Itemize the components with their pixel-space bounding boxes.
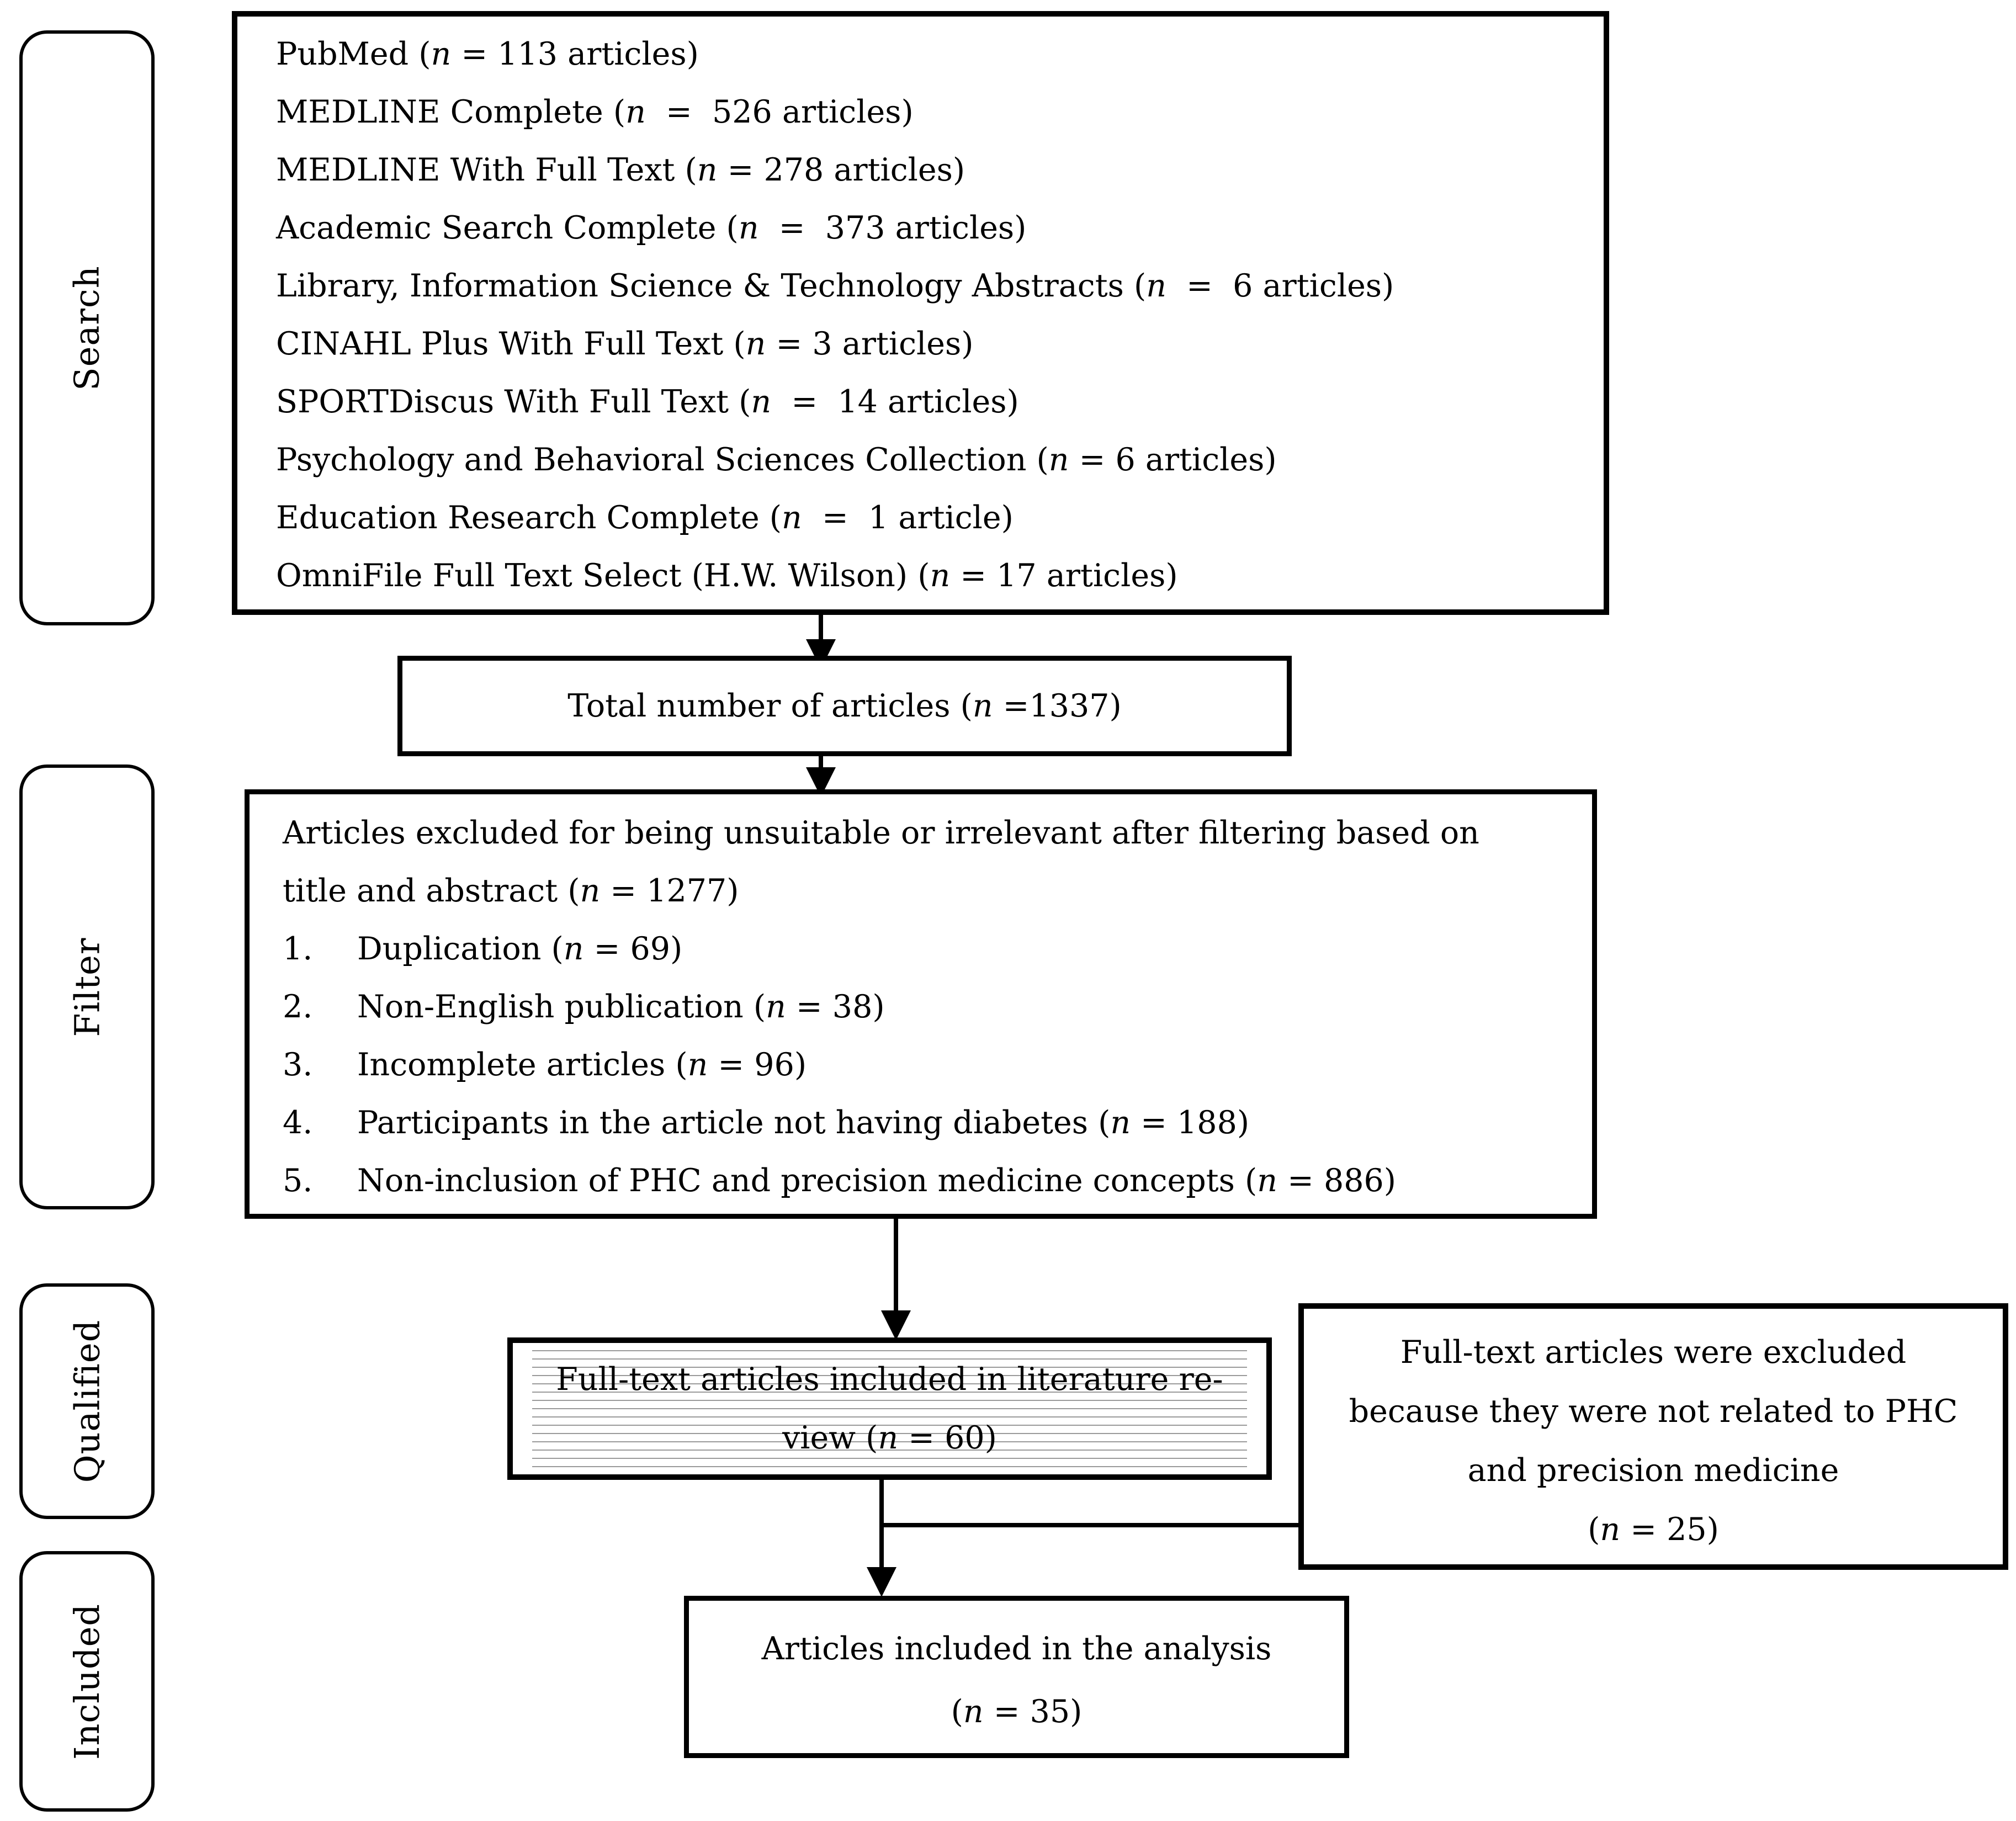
item-text: Non-English publication (n = 38) [357, 989, 885, 1025]
stage-label-filter-text: Filter [66, 937, 107, 1037]
qualified-text-line: Full-text articles included in literatur… [556, 1361, 1223, 1398]
filter-exclusion-item: 2. Non-English publication (n = 38) [283, 978, 1562, 1036]
stage-label-filter: Filter [19, 764, 155, 1209]
filter-exclusion-item: 4. Participants in the article not having… [283, 1094, 1562, 1152]
stage-label-qualified: Qualified [19, 1283, 155, 1519]
item-text: Duplication (n = 69) [357, 931, 683, 967]
included-text-line: (n = 35) [951, 1693, 1083, 1730]
included-text-line: Articles included in the analysis [761, 1631, 1272, 1667]
database-line: Academic Search Complete (n = 373 articl… [276, 210, 1027, 246]
qualified-text-line: view (n = 60) [782, 1420, 997, 1456]
stage-label-included: Included [19, 1551, 155, 1812]
arrow-down-icon [867, 1567, 896, 1597]
item-number: 5. [283, 1162, 313, 1199]
filter-exclusion-item: 1. Duplication (n = 69) [283, 920, 1562, 978]
qualified-fulltext-box: Full-text articles included in literatur… [507, 1337, 1272, 1480]
database-line: MEDLINE Complete (n = 526 articles) [276, 94, 914, 130]
filter-exclusions-box: Articles excluded for being unsuitable o… [245, 789, 1597, 1219]
total-articles-box: Total number of articles (n =1337) [397, 656, 1292, 756]
stage-label-search-text: Search [66, 265, 107, 391]
stage-label-search: Search [19, 30, 155, 625]
filter-heading-line: title and abstract (n = 1277) [283, 873, 739, 909]
database-line: MEDLINE With Full Text (n = 278 articles… [276, 152, 965, 188]
item-text: Incomplete articles (n = 96) [357, 1047, 807, 1083]
highlight-shading: Full-text articles included in literatur… [532, 1350, 1247, 1467]
item-text: Non-inclusion of PHC and precision medic… [357, 1162, 1397, 1199]
database-line: SPORTDiscus With Full Text (n = 14 artic… [276, 384, 1019, 420]
filter-exclusion-list: 1. Duplication (n = 69) 2. Non-English publ… [283, 920, 1562, 1210]
connector-branch-to-excluded [879, 1523, 1298, 1527]
excluded-text-line: and precision medicine [1467, 1452, 1839, 1489]
item-text: Participants in the article not having d… [357, 1105, 1250, 1141]
excluded-text-line: (n = 25) [1588, 1511, 1719, 1548]
filter-heading: Articles excluded for being unsuitable o… [283, 804, 1562, 920]
stage-label-included-text: Included [67, 1603, 108, 1760]
search-databases-box: PubMed (n = 113 articles) MEDLINE Complet… [232, 11, 1609, 615]
filter-exclusion-item: 3. Incomplete articles (n = 96) [283, 1036, 1562, 1094]
database-line: OmniFile Full Text Select (H.W. Wilson) … [276, 558, 1178, 594]
filter-heading-line: Articles excluded for being unsuitable o… [283, 815, 1479, 851]
arrow-search-to-total-stem [819, 615, 823, 643]
arrow-filter-to-qualified-stem [894, 1219, 898, 1314]
item-number: 4. [283, 1105, 313, 1141]
total-articles-text: Total number of articles (n =1337) [567, 688, 1122, 724]
excluded-text-line: Full-text articles were excluded [1400, 1334, 1907, 1371]
filter-exclusion-item: 5. Non-inclusion of PHC and precision med… [283, 1152, 1562, 1210]
item-number: 3. [283, 1047, 313, 1083]
fulltext-excluded-box: Full-text articles were excluded because … [1298, 1303, 2008, 1570]
item-number: 1. [283, 931, 313, 967]
database-line: PubMed (n = 113 articles) [276, 36, 699, 72]
stage-label-qualified-text: Qualified [67, 1319, 108, 1483]
arrow-total-to-filter-stem [819, 756, 823, 771]
arrow-down-icon [881, 1310, 911, 1340]
item-number: 2. [283, 989, 313, 1025]
excluded-text-line: because they were not related to PHC [1349, 1393, 1958, 1430]
database-line: Education Research Complete (n = 1 artic… [276, 500, 1014, 536]
database-line: Psychology and Behavioral Sciences Colle… [276, 442, 1277, 478]
database-line: Library, Information Science & Technolog… [276, 268, 1394, 304]
included-analysis-box: Articles included in the analysis (n = 35… [684, 1596, 1349, 1758]
database-line: CINAHL Plus With Full Text (n = 3 articl… [276, 326, 974, 362]
